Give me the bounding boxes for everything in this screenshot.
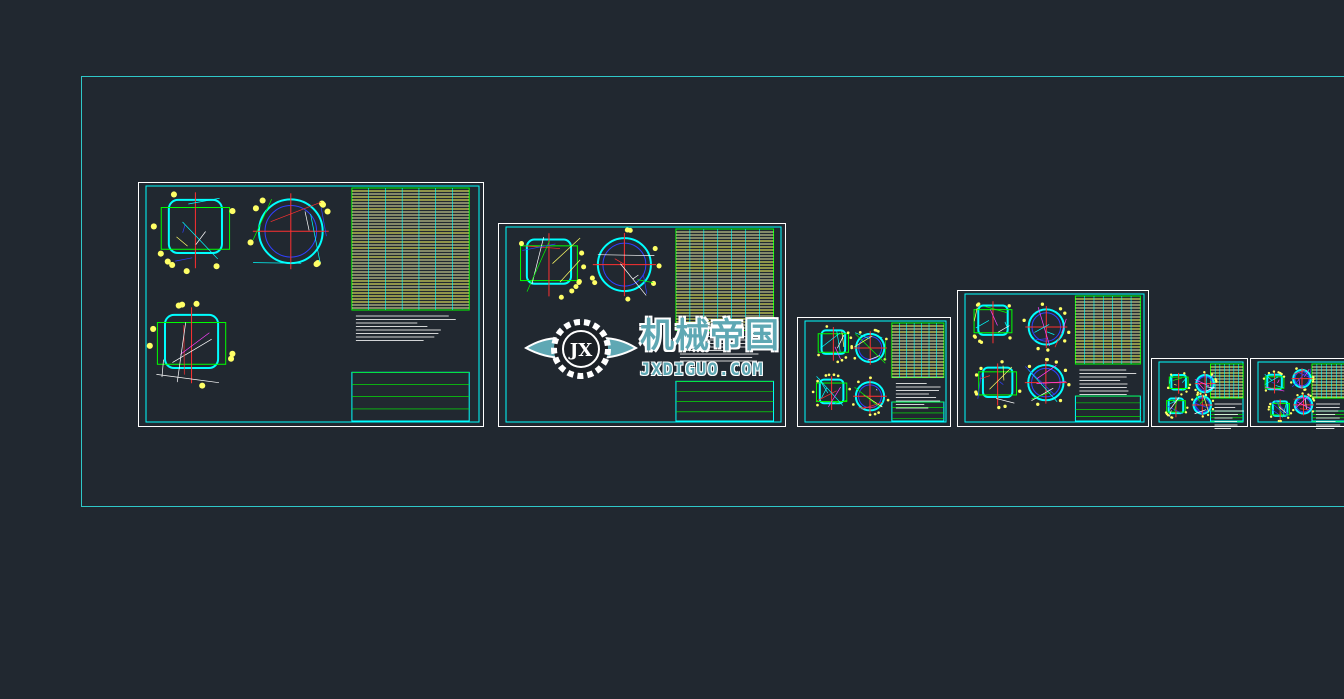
watermark-logo-text: JX	[568, 340, 593, 361]
drawing-sheet[interactable]	[138, 182, 484, 427]
drawing-sheets	[138, 182, 1344, 429]
drawing-sheet[interactable]	[957, 290, 1149, 427]
sheet-inner-frame	[505, 226, 782, 423]
view	[1022, 302, 1071, 352]
view	[146, 300, 236, 389]
title-block	[1311, 410, 1344, 422]
title-block	[1074, 395, 1141, 422]
view	[1166, 372, 1192, 396]
view	[1262, 370, 1286, 394]
sheet-border	[498, 223, 786, 427]
sheet-inner-frame	[1257, 361, 1344, 423]
sheet-inner-frame	[804, 320, 947, 423]
view	[247, 193, 331, 270]
title-block	[675, 380, 775, 422]
parts-table	[891, 322, 945, 378]
view	[518, 233, 587, 300]
watermark-gear-wings-logo: JX	[523, 319, 639, 379]
sheet-inner-frame	[145, 185, 480, 423]
watermark: JX 机械帝国 JXDIGUO.COM	[522, 316, 822, 384]
view	[974, 360, 1022, 410]
sheet-border	[138, 182, 484, 427]
drawing-sheet[interactable]	[498, 223, 786, 427]
view	[589, 227, 662, 302]
view	[811, 373, 852, 410]
view	[1024, 357, 1071, 406]
drawing-sheet[interactable]	[797, 317, 951, 427]
parts-table	[1074, 295, 1141, 365]
parts-table	[351, 187, 470, 311]
view	[1164, 396, 1189, 419]
layout-frame	[81, 76, 1344, 507]
sheet-border	[797, 317, 951, 427]
parts-table	[1210, 363, 1244, 399]
sheet-border	[1250, 358, 1344, 427]
parts-table	[1311, 363, 1344, 399]
view	[1194, 371, 1218, 397]
view	[150, 191, 236, 275]
watermark-url: JXDIGUO.COM	[640, 360, 764, 380]
view	[852, 376, 890, 417]
parts-table	[675, 228, 775, 331]
view	[972, 301, 1013, 344]
sheet-border	[957, 290, 1149, 427]
view	[1292, 392, 1316, 416]
view	[1290, 367, 1315, 392]
view	[817, 325, 854, 364]
view	[1191, 392, 1215, 418]
view	[850, 328, 888, 365]
title-block	[1210, 410, 1244, 422]
sheet-inner-frame	[964, 293, 1145, 423]
drawing-sheet[interactable]	[1151, 358, 1248, 429]
watermark-title: 机械帝国	[640, 316, 780, 356]
view	[1267, 399, 1293, 423]
drawing-sheet[interactable]	[1250, 358, 1344, 429]
sheet-border	[1151, 358, 1248, 427]
